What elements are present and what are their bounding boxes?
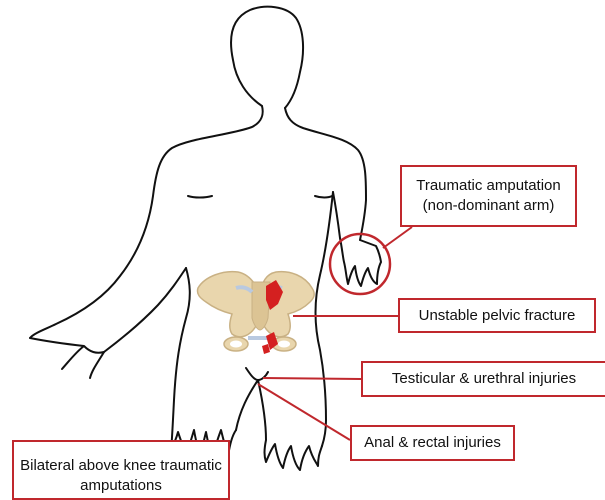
amputated-hand (330, 234, 390, 294)
callout-pelvic-fracture: Unstable pelvic fracture (398, 298, 596, 333)
callout-testicular-injuries: Testicular & urethral injuries (361, 361, 605, 397)
callout-arm-text: Traumatic amputation (non-dominant arm) (408, 176, 569, 216)
callout-knee-text: Bilateral above knee traumatic amputatio… (20, 456, 222, 496)
pelvis-icon (197, 272, 314, 354)
callout-anal-text: Anal & rectal injuries (364, 433, 501, 453)
callout-knee-amputations: Bilateral above knee traumatic amputatio… (12, 440, 230, 500)
body-outline (30, 7, 366, 470)
callout-arm-amputation: Traumatic amputation (non-dominant arm) (400, 165, 577, 227)
callout-pelvis-text: Unstable pelvic fracture (419, 306, 576, 326)
callout-anal-injuries: Anal & rectal injuries (350, 425, 515, 461)
connector-testicular (263, 378, 361, 379)
callout-testicular-text: Testicular & urethral injuries (392, 369, 576, 389)
connector-arm (383, 227, 412, 248)
connector-anal (258, 384, 350, 440)
